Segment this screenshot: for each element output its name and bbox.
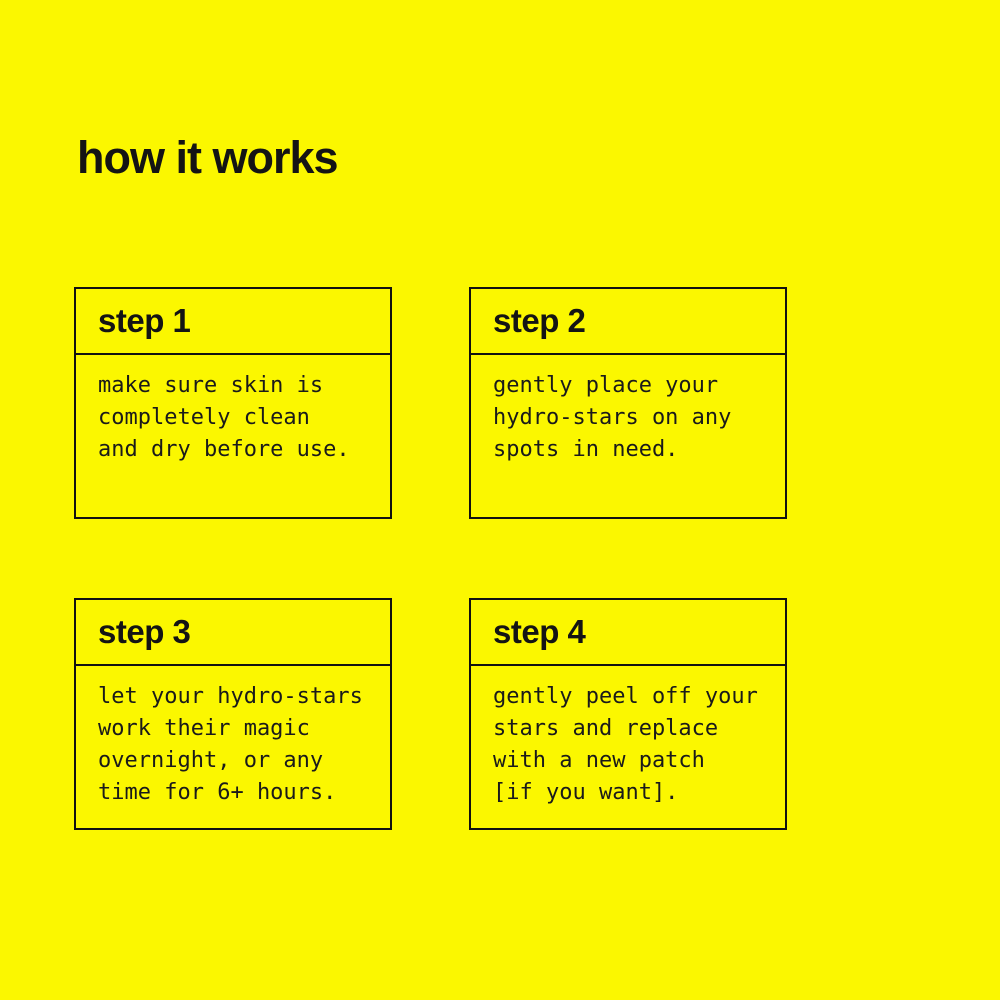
step-4-description: gently peel off your stars and replace w…: [493, 684, 758, 805]
step-2-description: gently place your hydro-stars on any spo…: [493, 373, 732, 462]
step-card-2: step 2 gently place your hydro-stars on …: [469, 287, 787, 519]
step-3-label: step 3: [76, 600, 390, 666]
step-3-description: let your hydro-stars work their magic ov…: [98, 684, 363, 805]
step-2-label: step 2: [471, 289, 785, 355]
step-4-label: step 4: [471, 600, 785, 666]
step-1-description: make sure skin is completely clean and d…: [98, 373, 350, 462]
step-1-label: step 1: [76, 289, 390, 355]
step-card-1: step 1 make sure skin is completely clea…: [74, 287, 392, 519]
step-card-3: step 3 let your hydro-stars work their m…: [74, 598, 392, 830]
step-card-4: step 4 gently peel off your stars and re…: [469, 598, 787, 830]
page-title: how it works: [77, 132, 339, 184]
